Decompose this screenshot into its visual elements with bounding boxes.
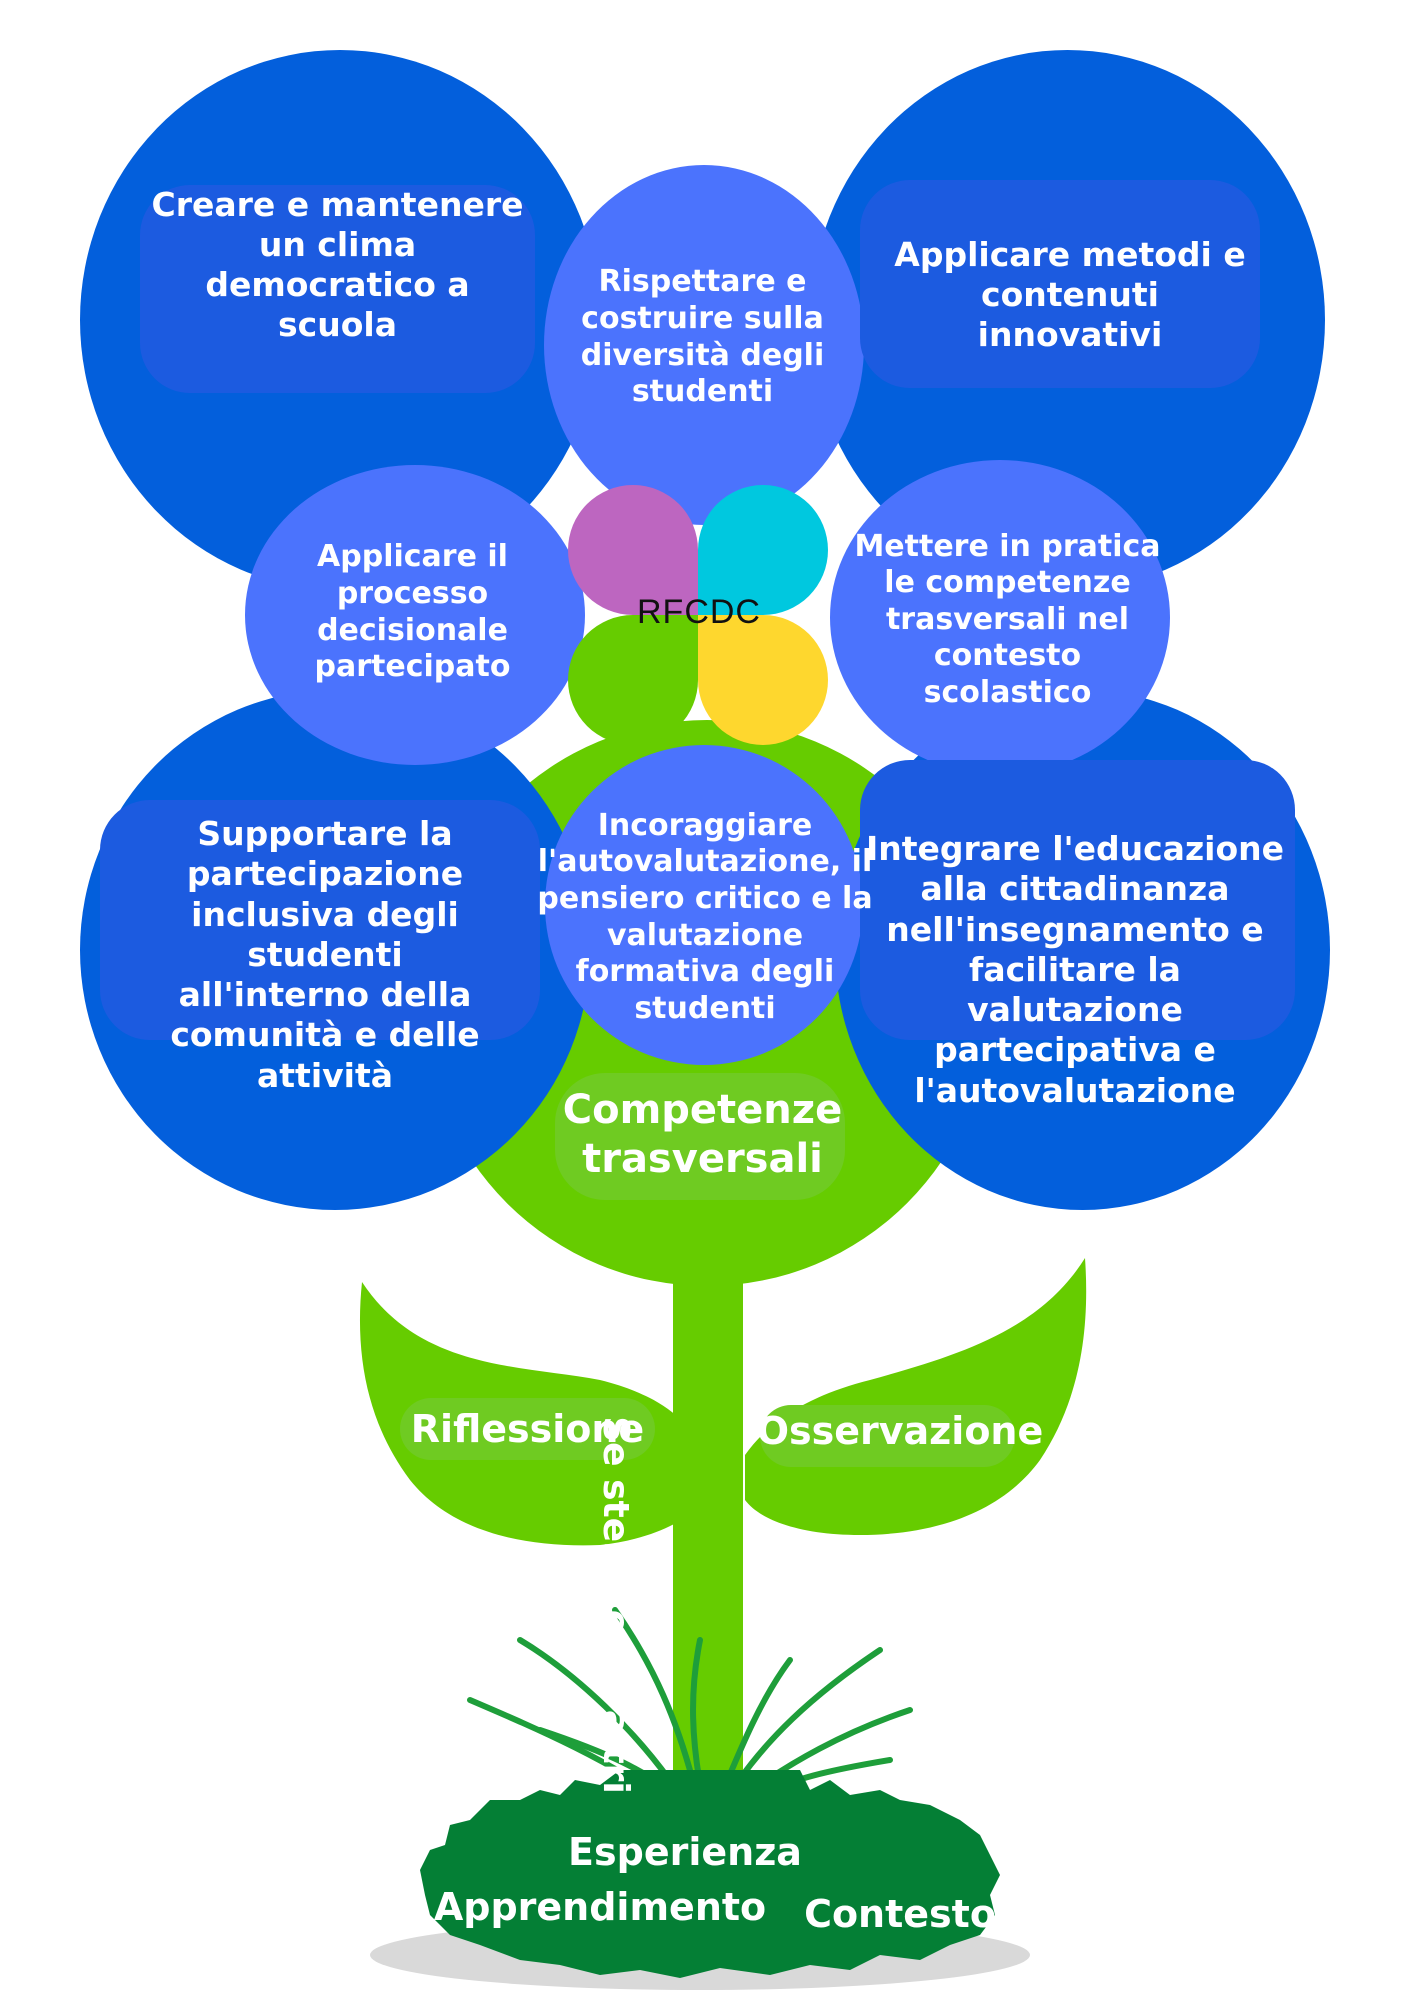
inner-petal-top: [544, 165, 864, 525]
inner-petal-bottom: [545, 745, 863, 1065]
logo-petal-purple: [568, 485, 698, 615]
outer-petal-top-right-box: [860, 180, 1260, 388]
outer-petal-bottom-left-text: Supportare la partecipazione inclusiva d…: [170, 814, 480, 1095]
outer-petal-top-left-box: [140, 185, 535, 393]
logo-petal-yellow: [698, 615, 828, 745]
soil-text-top: Esperienza: [568, 1830, 802, 1875]
inner-petal-left: [245, 465, 585, 765]
soil-text-right: Contesto: [804, 1892, 996, 1937]
logo-petal-cyan: [698, 485, 828, 615]
outer-petal-bottom-right-box: [860, 760, 1295, 1040]
inner-petal-bottom-text: Incoraggiare l'autovalutazione, il pensi…: [537, 807, 873, 1026]
inner-petal-right-text: Mettere in pratica le competenze trasver…: [854, 528, 1161, 710]
leaf-left-text: Riflessione: [410, 1406, 645, 1451]
logo-text: RFCDC: [637, 593, 761, 631]
rfcdc-logo: RFCDC: [568, 485, 830, 747]
flower-center-box: [555, 1073, 845, 1200]
soil-mound: [420, 1770, 1000, 1978]
stem: [673, 1250, 743, 1800]
logo-petal-green: [568, 615, 698, 745]
outer-petal-top-right-text: Applicare metodi e contenuti innovativi: [894, 234, 1246, 355]
right-leaf: [745, 1258, 1087, 1535]
inner-petal-right: [830, 460, 1170, 775]
outer-petal-bottom-right-text: Integrare l'educazione alla cittadinanza…: [865, 829, 1285, 1110]
flower-center-text: Competenze trasversali: [562, 1087, 843, 1182]
stem-text: Se stessi e gli altri: [595, 1416, 636, 1794]
leaf-right-text: Osservazione: [756, 1408, 1044, 1453]
soil-text-left: Apprendimento: [433, 1885, 767, 1930]
leaf-left-box: [400, 1398, 655, 1460]
leaf-right-box: [760, 1405, 1015, 1467]
outer-petal-top-left-text: Creare e mantenere un clima democratico …: [151, 184, 524, 345]
outer-petal-bottom-left-box: [100, 800, 540, 1040]
inner-petal-left-text: Applicare il processo decisionale partec…: [314, 539, 511, 685]
inner-petal-top-text: Rispettare e costruire sulla diversità d…: [580, 264, 825, 410]
